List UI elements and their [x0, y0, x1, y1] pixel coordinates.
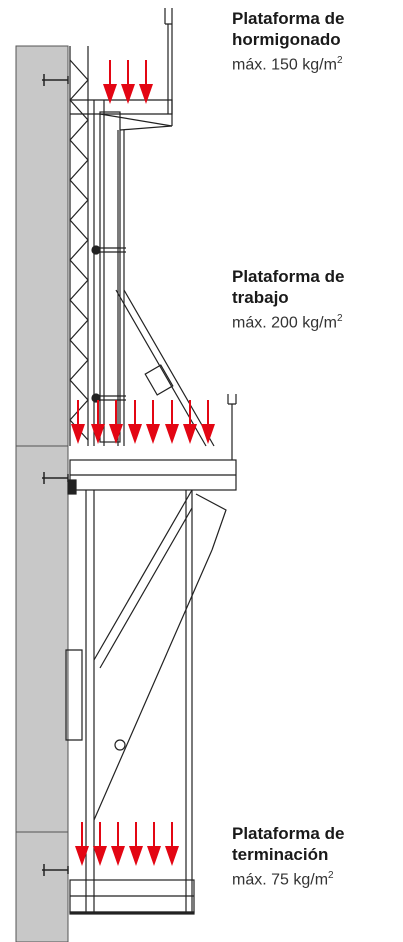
platform-name-line1: Plataforma de	[232, 824, 345, 843]
concrete-wall	[15, 45, 69, 942]
concreting-platform	[70, 8, 173, 131]
work-platform-brace	[115, 289, 215, 447]
hanging-scaffold	[65, 489, 227, 914]
work-platform	[67, 394, 237, 495]
platform-name-line1: Plataforma de	[232, 9, 345, 28]
load-arrows-concreting	[102, 59, 154, 105]
platform-name-line2: hormigonado	[232, 30, 341, 49]
finishing-platform	[69, 879, 195, 915]
wall-anchors	[42, 74, 69, 876]
label-concreting-platform: Plataforma de hormigonado máx. 150 kg/m2	[232, 8, 344, 75]
platform-name-line2: trabajo	[232, 288, 289, 307]
platform-load: máx. 200 kg/m2	[232, 313, 343, 332]
label-finishing-platform: Plataforma de terminación máx. 75 kg/m2	[232, 823, 344, 890]
load-arrows-finishing	[74, 821, 180, 867]
platform-name-line1: Plataforma de	[232, 267, 345, 286]
label-work-platform: Plataforma de trabajo máx. 200 kg/m2	[232, 266, 344, 333]
platform-name-line2: terminación	[232, 845, 329, 864]
platform-load: máx. 150 kg/m2	[232, 55, 343, 74]
load-arrows-work	[70, 399, 216, 445]
upper-climbing-frame	[69, 46, 126, 446]
platform-load: máx. 75 kg/m2	[232, 870, 334, 889]
